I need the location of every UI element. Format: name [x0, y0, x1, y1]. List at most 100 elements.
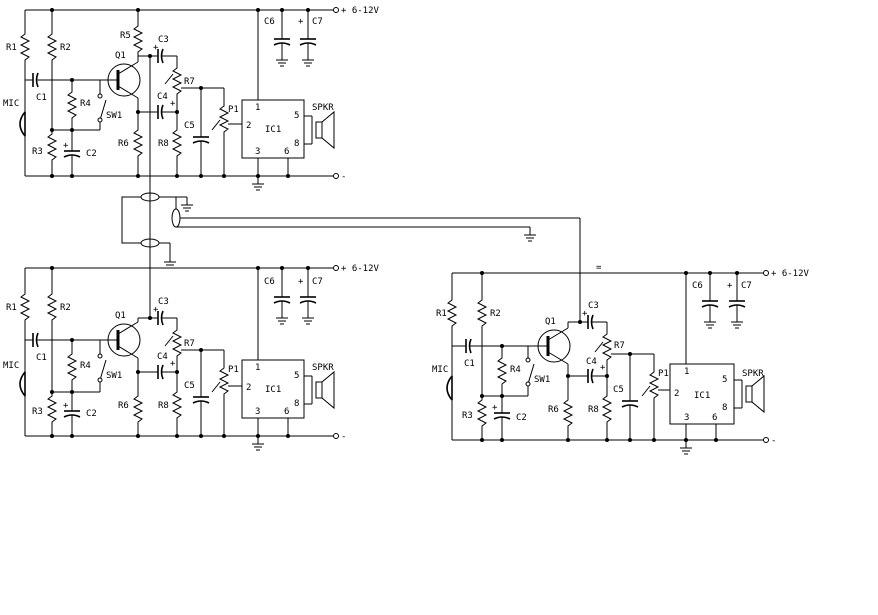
- r7-label: R7: [614, 341, 625, 351]
- c4-label: C4: [157, 352, 168, 362]
- r6-label: R6: [548, 405, 559, 415]
- r3-label: R3: [462, 411, 473, 421]
- c3-label: C3: [588, 301, 599, 311]
- c5-label: C5: [613, 385, 624, 395]
- r2-label: R2: [60, 303, 71, 313]
- ic1-label: IC1: [265, 125, 281, 135]
- c4-label: C4: [586, 357, 597, 367]
- svg-text:+: +: [727, 281, 733, 291]
- svg-text:+: +: [153, 305, 159, 315]
- svg-text:2: 2: [246, 383, 251, 393]
- svg-text:3: 3: [255, 147, 260, 157]
- svg-text:+: +: [492, 403, 498, 413]
- r6-label: R6: [118, 401, 129, 411]
- sw1-label: SW1: [106, 111, 122, 121]
- r7-label: R7: [184, 339, 195, 349]
- schematic-unit-right: + 6-12V - = R1 MIC C1 R2 R3 R4: [432, 263, 810, 455]
- c5-label: C5: [184, 121, 195, 131]
- r1-label: R1: [6, 43, 17, 53]
- c3-label: C3: [158, 297, 169, 307]
- svg-text:+: +: [63, 401, 69, 411]
- svg-text:+: +: [63, 141, 69, 151]
- r3-label: R3: [32, 407, 43, 417]
- interconnect-wiring: [121, 56, 581, 322]
- q1-label: Q1: [545, 317, 556, 327]
- svg-text:6: 6: [712, 413, 717, 423]
- r4-label: R4: [80, 99, 91, 109]
- svg-text:8: 8: [294, 399, 299, 409]
- svg-text:6: 6: [284, 407, 289, 417]
- p1-label: P1: [228, 105, 239, 115]
- svg-text:2: 2: [246, 121, 251, 131]
- r1-label: R1: [436, 309, 447, 319]
- ic1-label: IC1: [694, 391, 710, 401]
- c1-label: C1: [36, 353, 47, 363]
- svg-text:5: 5: [294, 371, 299, 381]
- c4-label: C4: [157, 92, 168, 102]
- r8-label: R8: [158, 139, 169, 149]
- mic-label: MIC: [432, 365, 448, 375]
- r4-label: R4: [80, 361, 91, 371]
- c6-label: C6: [692, 281, 703, 291]
- svg-text:+: +: [170, 99, 176, 109]
- minus-label: -: [771, 436, 776, 446]
- supply-label: + 6-12V: [341, 6, 380, 16]
- svg-text:1: 1: [255, 363, 260, 373]
- r3-label: R3: [32, 147, 43, 157]
- svg-text:+: +: [298, 17, 304, 27]
- c5-label: C5: [184, 381, 195, 391]
- q1-label: Q1: [115, 311, 126, 321]
- svg-text:+: +: [298, 277, 304, 287]
- svg-text:5: 5: [722, 375, 727, 385]
- r4-label: R4: [510, 365, 521, 375]
- minus-label: -: [341, 172, 346, 182]
- svg-text:+: +: [170, 359, 176, 369]
- ic1-label: IC1: [265, 385, 281, 395]
- mic-label: MIC: [3, 361, 19, 371]
- bridge-mark: =: [596, 263, 602, 273]
- c7-label: C7: [312, 17, 323, 27]
- sw1-label: SW1: [534, 375, 550, 385]
- svg-text:6: 6: [284, 147, 289, 157]
- r7-label: R7: [184, 77, 195, 87]
- c6-label: C6: [264, 17, 275, 27]
- c7-label: C7: [741, 281, 752, 291]
- c6-label: C6: [264, 277, 275, 287]
- c2-label: C2: [86, 409, 97, 419]
- minus-label: -: [341, 432, 346, 442]
- svg-text:+: +: [600, 363, 606, 373]
- supply-label: + 6-12V: [771, 269, 810, 279]
- c2-label: C2: [516, 413, 527, 423]
- svg-text:5: 5: [294, 111, 299, 121]
- c7-label: C7: [312, 277, 323, 287]
- p1-label: P1: [658, 369, 669, 379]
- sw1-label: SW1: [106, 371, 122, 381]
- r2-label: R2: [490, 309, 501, 319]
- svg-text:1: 1: [684, 367, 689, 377]
- spkr-label: SPKR: [312, 103, 334, 113]
- q1-label: Q1: [115, 51, 126, 61]
- svg-text:8: 8: [722, 403, 727, 413]
- schematic-unit-top: + 6-12V - R1 MIC C1 R2 R3 R4: [3, 6, 380, 191]
- r8-label: R8: [158, 401, 169, 411]
- mic-label: MIC: [3, 99, 19, 109]
- r2-label: R2: [60, 43, 71, 53]
- r1-label: R1: [6, 303, 17, 313]
- spkr-label: SPKR: [742, 369, 764, 379]
- c1-label: C1: [36, 93, 47, 103]
- svg-text:+: +: [153, 43, 159, 53]
- schematic-unit-bottom-left: + 6-12V - R1 MIC C1 R2 R3 R4 C2 +: [3, 264, 380, 451]
- svg-text:2: 2: [674, 389, 679, 399]
- svg-text:1: 1: [255, 103, 260, 113]
- svg-text:3: 3: [255, 407, 260, 417]
- svg-text:+: +: [582, 309, 588, 319]
- r6-label: R6: [118, 139, 129, 149]
- c2-label: C2: [86, 149, 97, 159]
- svg-text:3: 3: [684, 413, 689, 423]
- spkr-label: SPKR: [312, 363, 334, 373]
- supply-label: + 6-12V: [341, 264, 380, 274]
- c3-label: C3: [158, 35, 169, 45]
- r8-label: R8: [588, 405, 599, 415]
- c1-label: C1: [464, 359, 475, 369]
